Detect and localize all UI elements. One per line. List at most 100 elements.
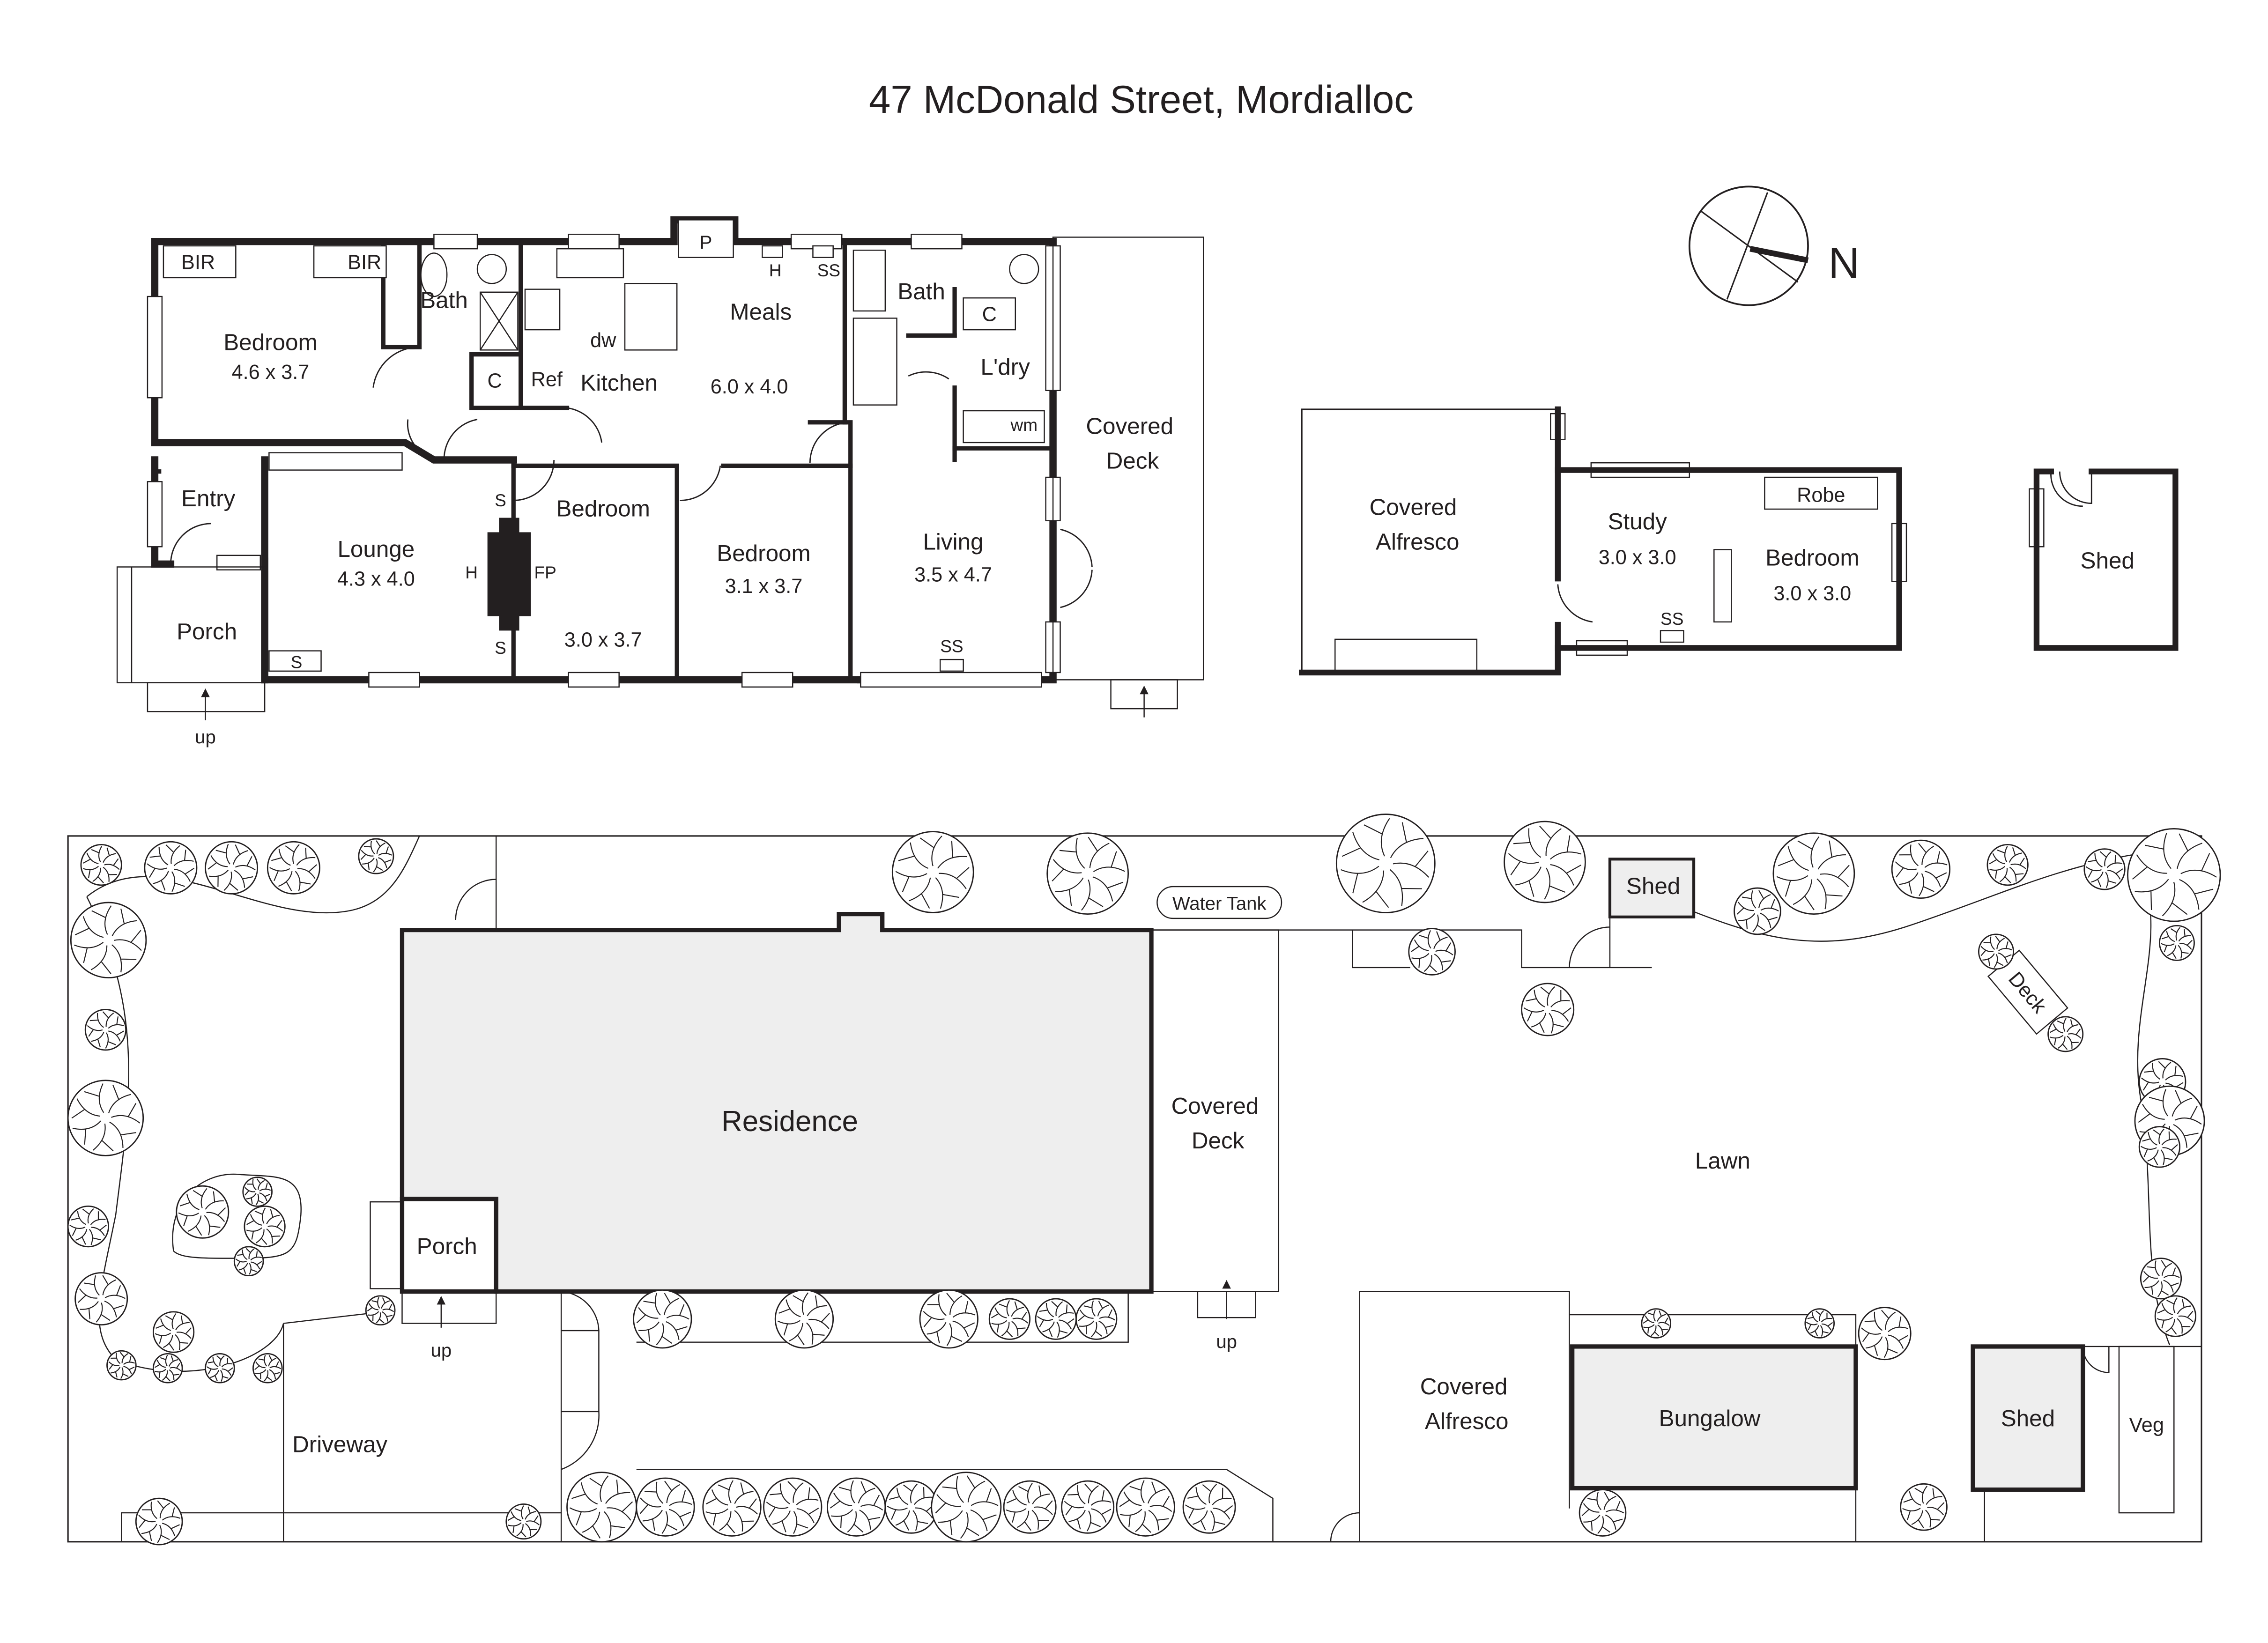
- fp-s-top: S: [495, 490, 506, 510]
- main-floor-plan: BIR BIR Bedroom 4.6 x 3.7 Bath C Ref dw …: [116, 216, 2083, 747]
- tree-icon: [1900, 1483, 1948, 1531]
- tree-icon: [633, 1289, 692, 1349]
- up-label: up: [195, 726, 216, 747]
- bedroom1-size: 4.6 x 3.7: [232, 361, 310, 384]
- robe-label: Robe: [1797, 484, 1845, 507]
- covered-deck-line1: Covered: [1086, 413, 1173, 439]
- tree-icon: [763, 1477, 823, 1537]
- compass: N: [1688, 185, 1860, 306]
- bungalow-label: Bungalow: [1659, 1406, 1761, 1431]
- s-lounge-label: S: [291, 652, 303, 672]
- tree-icon: [135, 1497, 183, 1546]
- tree-icon: [1504, 821, 1586, 903]
- compass-icon: [1688, 185, 1809, 306]
- tree-icon: [1579, 1489, 1627, 1537]
- meals-size: 6.0 x 4.0: [711, 376, 788, 398]
- tree-icon: [1408, 928, 1456, 976]
- tree-icon: [505, 1503, 542, 1540]
- bungalow-building: [1570, 1344, 1858, 1491]
- bath1-label: Bath: [420, 288, 468, 313]
- tree-icon: [1116, 1477, 1175, 1537]
- tree-icon: [84, 1009, 127, 1051]
- tree-icon: [1891, 839, 1951, 899]
- tree-icon: [931, 1472, 1002, 1543]
- tree-icon: [702, 1477, 762, 1537]
- tree-icon: [205, 1353, 235, 1384]
- tree-icon: [152, 1311, 195, 1353]
- laundry-label: L'dry: [980, 354, 1030, 380]
- site-deck-line1: Covered: [1171, 1093, 1259, 1119]
- fp-s-bottom: S: [495, 638, 506, 658]
- cupboard2-label: C: [982, 303, 997, 326]
- site-deck-up: up: [1216, 1331, 1237, 1352]
- shed-plan: Shed: [2029, 468, 2179, 651]
- water-tank-label: Water Tank: [1172, 893, 1267, 914]
- tree-icon: [2127, 828, 2221, 922]
- tree-icon: [365, 1295, 396, 1326]
- porch-label: Porch: [177, 619, 237, 644]
- site-porch-label: Porch: [417, 1233, 477, 1259]
- veg-label: Veg: [2129, 1414, 2164, 1436]
- tree-icon: [826, 1477, 886, 1537]
- entry-label: Entry: [181, 486, 236, 511]
- tree-icon: [205, 841, 259, 895]
- tree-icon: [1521, 983, 1575, 1036]
- tree-icon: [144, 841, 198, 895]
- ss-living-label: SS: [940, 636, 963, 656]
- floor-plan-labels: BIR BIR Bedroom 4.6 x 3.7 Bath C Ref dw …: [177, 232, 1173, 747]
- alfresco-line2: Alfresco: [1376, 529, 1459, 555]
- tree-icon: [1772, 832, 1855, 915]
- h-top-label: H: [769, 260, 782, 280]
- bedroom3-name: Bedroom: [717, 540, 810, 566]
- tree-icon: [2154, 1295, 2196, 1337]
- bir-label-2: BIR: [348, 251, 381, 274]
- lounge-name: Lounge: [337, 536, 415, 562]
- fp-h: H: [465, 562, 478, 582]
- tree-icon: [1061, 1480, 1115, 1534]
- bungalow-plan: Covered Alfresco Study 3.0 x 3.0 Robe Be…: [1299, 406, 1907, 676]
- tree-icon: [566, 1472, 637, 1543]
- study-name: Study: [1608, 509, 1667, 534]
- tree-icon: [176, 1185, 230, 1239]
- residence-building: [400, 912, 1154, 1294]
- tree-icon: [1978, 933, 2014, 970]
- tree-icon: [2047, 1016, 2084, 1052]
- study-size: 3.0 x 3.0: [1599, 546, 1676, 569]
- tree-icon: [267, 841, 320, 895]
- tree-icon: [2083, 848, 2126, 890]
- alfresco-line1: Covered: [1370, 494, 1457, 520]
- site-shed-bottom-label: Shed: [2001, 1406, 2055, 1431]
- tree-icon: [1003, 1480, 1057, 1534]
- tree-icon: [2140, 1258, 2182, 1300]
- pantry-label: P: [700, 232, 712, 253]
- tree-icon: [70, 902, 147, 978]
- tree-icon: [988, 1298, 1031, 1340]
- tree-icon: [919, 1289, 978, 1349]
- tree-icon: [252, 1353, 283, 1384]
- tree-icon: [242, 1177, 273, 1207]
- meals-name: Meals: [730, 299, 792, 325]
- tree-icon: [1035, 1298, 1077, 1340]
- bedroom3-size: 3.1 x 3.7: [725, 575, 803, 598]
- trees: [67, 814, 2221, 1546]
- bungalow-bedroom-name: Bedroom: [1765, 545, 1859, 570]
- site-shed-top-label: Shed: [1626, 873, 1680, 899]
- kitchen-label: Kitchen: [580, 370, 658, 396]
- bath2-label: Bath: [897, 279, 945, 304]
- fp-label: FP: [534, 562, 556, 582]
- shed-plan-label: Shed: [2081, 548, 2135, 574]
- tree-icon: [891, 831, 974, 913]
- residence-label: Residence: [721, 1105, 858, 1138]
- cupboard1-label: C: [487, 370, 502, 392]
- covered-deck-line2: Deck: [1106, 448, 1159, 474]
- living-size: 3.5 x 4.7: [914, 563, 992, 586]
- tree-icon: [1075, 1298, 1118, 1340]
- tree-icon: [1335, 814, 1436, 913]
- bir-label-1: BIR: [181, 251, 215, 274]
- tree-icon: [774, 1289, 834, 1349]
- tree-icon: [2159, 925, 2195, 961]
- bungalow-bedroom-size: 3.0 x 3.0: [1773, 583, 1851, 605]
- bedroom2-name: Bedroom: [556, 496, 650, 521]
- dw-label: dw: [590, 329, 616, 352]
